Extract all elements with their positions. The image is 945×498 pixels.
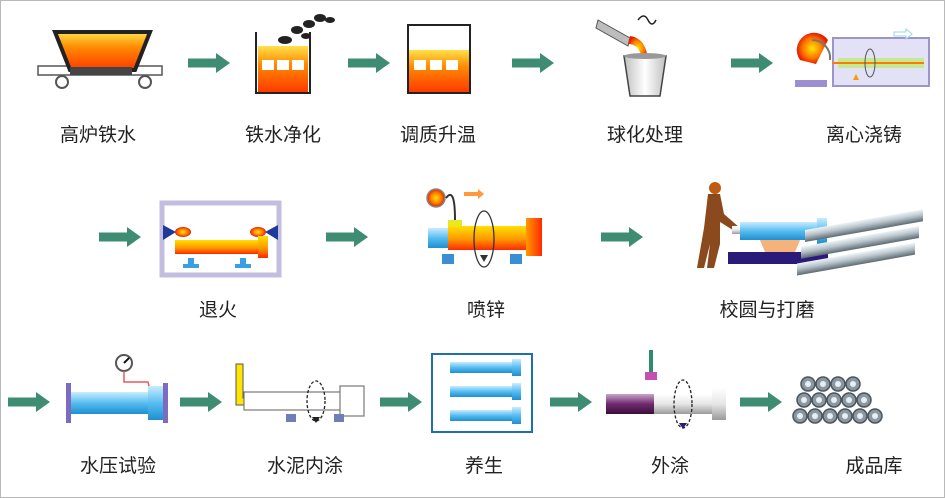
label-centrifugal-casting: 离心浇铸 [825, 124, 903, 146]
label-curing: 养生 [464, 455, 504, 477]
flow-arrow-2 [348, 53, 390, 73]
blast-furnace-icon [37, 30, 163, 89]
label-zinc-spraying: 喷锌 [466, 299, 506, 321]
flow-arrow-3 [512, 53, 554, 73]
flow-arrow-11 [550, 392, 592, 412]
label-cement-lining: 水泥内涂 [266, 455, 344, 477]
label-hydrostatic-test: 水压试验 [79, 455, 157, 477]
spheroidizing-icon [595, 15, 667, 97]
flow-arrow-10 [380, 392, 422, 412]
label-conditioning-heating: 调质升温 [399, 124, 477, 146]
conditioning-heating-icon [407, 24, 471, 94]
label-finished-product: 成品库 [845, 455, 903, 477]
label-spheroidizing: 球化处理 [606, 124, 684, 146]
flow-arrow-8 [8, 392, 50, 412]
centrifugal-casting-icon [795, 27, 930, 87]
flow-arrow-7 [601, 227, 643, 247]
label-external-coating: 外涂 [650, 455, 690, 477]
finished-pipes-icon [792, 209, 923, 424]
cement-lining-icon [235, 363, 365, 423]
flow-arrow-1 [188, 53, 230, 73]
iron-purification-icon [255, 14, 335, 94]
flow-arrow-12 [740, 392, 782, 412]
zinc-spraying-icon [426, 188, 542, 268]
label-calibration-grinding: 校圆与打磨 [719, 299, 815, 321]
annealing-icon [159, 200, 282, 278]
hydrostatic-test-icon [66, 354, 168, 423]
label-iron-purification: 铁水净化 [244, 124, 322, 146]
flow-arrows [8, 53, 782, 412]
flow-arrow-6 [326, 227, 368, 247]
external-coating-icon [606, 350, 726, 429]
label-annealing: 退火 [198, 299, 238, 321]
curing-icon [431, 353, 533, 433]
flow-arrow-9 [180, 392, 222, 412]
flow-arrow-4 [731, 53, 773, 73]
flow-arrow-5 [99, 227, 141, 247]
label-blast-furnace-iron: 高炉铁水 [59, 124, 137, 146]
